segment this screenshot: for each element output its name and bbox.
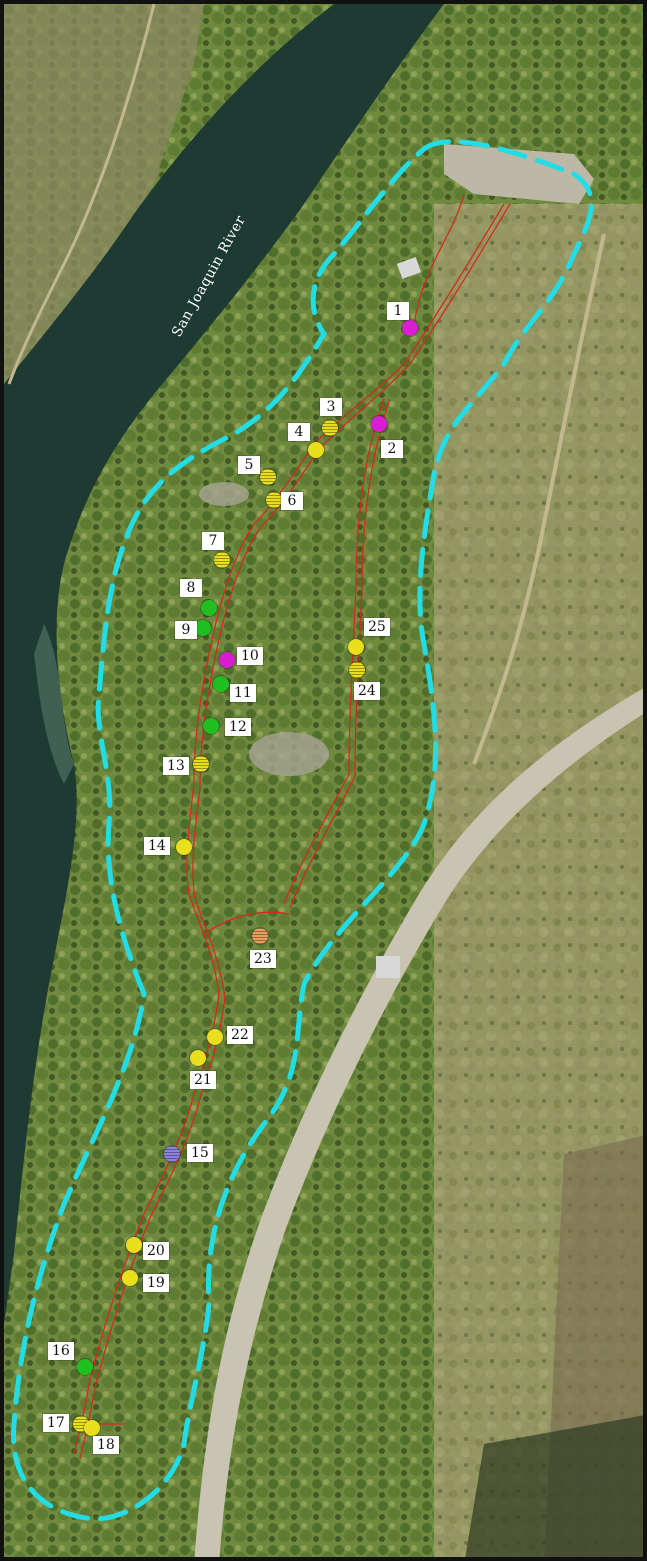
site-marker-7[interactable]: [214, 552, 230, 568]
site-label-14: 14: [144, 837, 170, 855]
site-marker-25[interactable]: [348, 639, 364, 655]
site-label-20: 20: [143, 1242, 169, 1260]
site-marker-4[interactable]: [308, 442, 324, 458]
site-marker-3[interactable]: [322, 420, 338, 436]
site-marker-21[interactable]: [190, 1050, 206, 1066]
site-marker-22[interactable]: [207, 1029, 223, 1045]
building: [376, 956, 400, 978]
site-label-4: 4: [288, 423, 310, 441]
site-marker-14[interactable]: [176, 839, 192, 855]
site-marker-16[interactable]: [77, 1359, 93, 1375]
site-label-8: 8: [180, 579, 202, 597]
parking-lot: [444, 144, 594, 204]
site-marker-24[interactable]: [349, 662, 365, 678]
site-label-18: 18: [93, 1436, 119, 1454]
rock-outcrop: [199, 482, 249, 506]
river-rapids: [34, 624, 74, 784]
site-marker-19[interactable]: [122, 1270, 138, 1286]
site-marker-2[interactable]: [371, 416, 387, 432]
site-marker-5[interactable]: [260, 469, 276, 485]
site-label-13: 13: [163, 757, 189, 775]
site-label-9: 9: [175, 621, 197, 639]
site-marker-20[interactable]: [126, 1237, 142, 1253]
site-label-15: 15: [187, 1144, 213, 1162]
site-label-16: 16: [48, 1342, 74, 1360]
site-marker-8[interactable]: [201, 600, 217, 616]
trail-main: [79, 203, 511, 1459]
site-marker-15[interactable]: [164, 1146, 180, 1162]
site-label-17: 17: [43, 1414, 69, 1432]
site-marker-12[interactable]: [203, 718, 219, 734]
site-label-3: 3: [320, 398, 342, 416]
dark-terrain-bottom: [465, 1415, 643, 1557]
site-label-24: 24: [354, 682, 380, 700]
site-label-1: 1: [387, 302, 409, 320]
rock-outcrop: [249, 732, 329, 776]
site-marker-6[interactable]: [266, 492, 282, 508]
site-marker-23[interactable]: [252, 928, 268, 944]
site-label-19: 19: [143, 1274, 169, 1292]
site-marker-13[interactable]: [193, 756, 209, 772]
site-label-10: 10: [237, 647, 263, 665]
site-marker-11[interactable]: [213, 676, 229, 692]
trail-link: [413, 193, 465, 325]
site-label-22: 22: [227, 1026, 253, 1044]
trail-link: [203, 911, 290, 935]
site-label-7: 7: [202, 532, 224, 550]
site-label-12: 12: [225, 718, 251, 736]
san-joaquin-river: [4, 4, 444, 1324]
site-marker-9[interactable]: [195, 620, 211, 636]
trail-main: [73, 203, 505, 1455]
site-label-11: 11: [230, 684, 256, 702]
hillside-upper-left: [4, 4, 204, 384]
dirt-track-upper: [7, 4, 156, 385]
dirt-track: [472, 233, 606, 765]
site-label-21: 21: [190, 1071, 216, 1089]
site-label-5: 5: [238, 456, 260, 474]
site-label-2: 2: [381, 440, 403, 458]
building: [396, 257, 422, 279]
site-marker-10[interactable]: [219, 652, 235, 668]
site-label-25: 25: [364, 618, 390, 636]
site-marker-1[interactable]: [402, 320, 418, 336]
site-marker-18[interactable]: [84, 1420, 100, 1436]
site-label-6: 6: [281, 492, 303, 510]
study-area-boundary: [11, 139, 594, 1522]
aerial-background: [4, 4, 643, 1557]
site-label-23: 23: [250, 950, 276, 968]
